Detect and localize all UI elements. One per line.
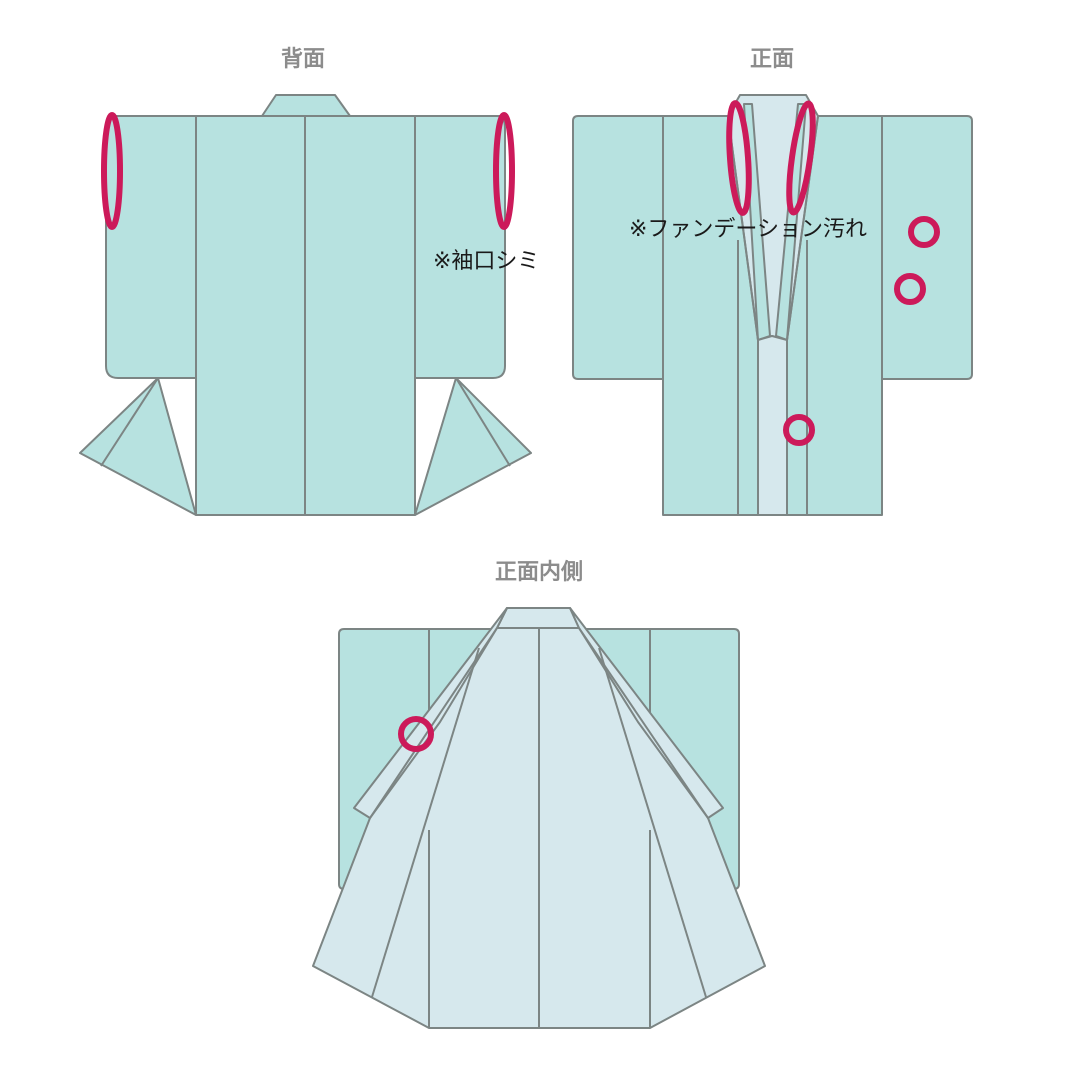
back-kimono-body <box>79 94 532 516</box>
front-kimono-body <box>572 94 973 516</box>
front-right-collar-stain-marker <box>786 100 816 216</box>
front-opening-strip <box>757 335 788 516</box>
inside-left-lapel <box>353 607 508 819</box>
front-sleeve-stain-marker-2 <box>894 273 926 305</box>
back-view-title: 背面 <box>281 47 325 72</box>
front-left-sleeve <box>572 115 664 380</box>
back-collar <box>261 94 351 117</box>
inside-right-lapel <box>569 607 724 819</box>
inside-collar <box>496 607 580 629</box>
front-left-collar-stain-marker <box>726 100 752 216</box>
inside-view-title: 正面内側 <box>495 560 583 585</box>
front-note: ※ファンデーション汚れ <box>629 217 867 242</box>
front-hem-stain-marker <box>783 414 815 446</box>
back-view: 背面 ※袖口シミ <box>79 47 539 516</box>
front-view-title: 正面 <box>750 47 794 72</box>
back-left-cuff-stain-marker <box>101 112 123 230</box>
inside-lapel-stain-marker <box>398 716 434 752</box>
inside-view: 正面内側 <box>312 560 766 1029</box>
back-note: ※袖口シミ <box>433 249 539 274</box>
back-left-gusset <box>79 377 197 516</box>
back-right-gusset <box>414 377 532 516</box>
back-right-sleeve <box>414 115 506 379</box>
back-right-cuff-stain-marker <box>493 112 515 230</box>
inside-kimono-body <box>312 607 766 1029</box>
front-sleeve-stain-marker-1 <box>908 216 940 248</box>
front-view: 正面 ※ファンデーション汚れ <box>572 47 973 516</box>
